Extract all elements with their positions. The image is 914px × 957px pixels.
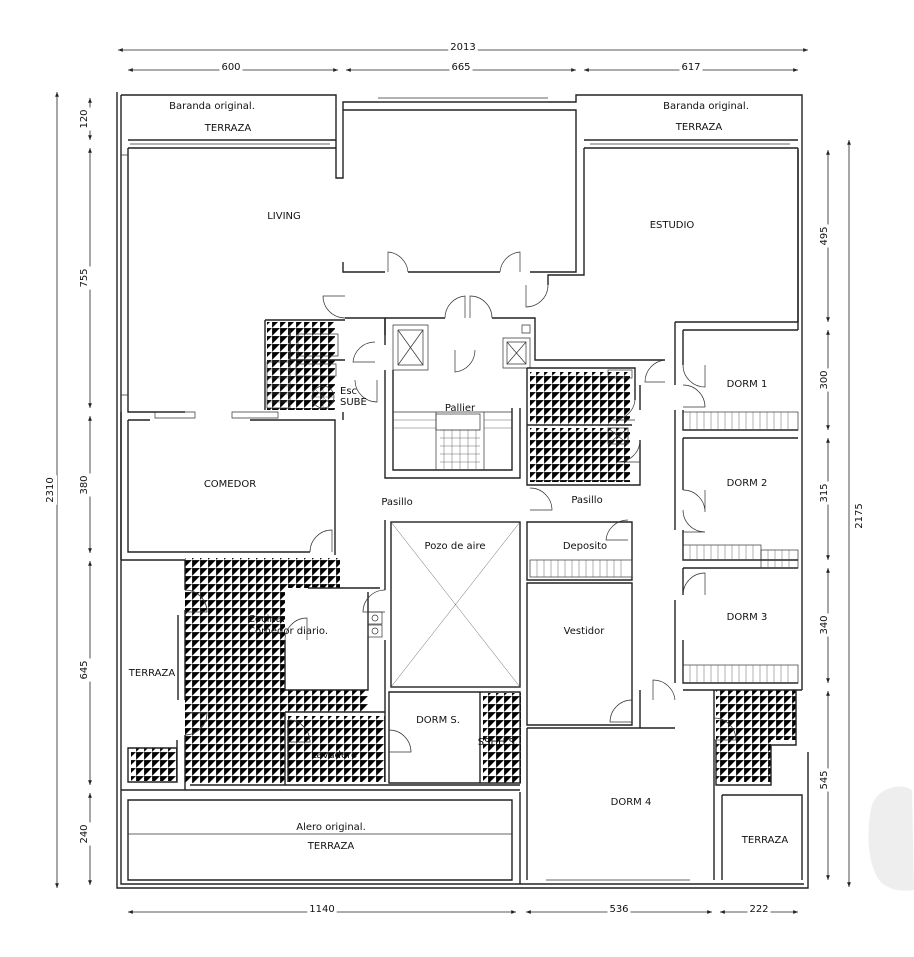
dim-left-1: 120 bbox=[79, 109, 90, 128]
label-dorm2: DORM 2 bbox=[727, 478, 768, 489]
label-terraza-s: TERRAZA bbox=[307, 841, 355, 852]
dim-label-bg bbox=[818, 768, 831, 792]
dim-top-2: 665 bbox=[451, 62, 470, 73]
dim-label-bg bbox=[818, 224, 831, 248]
label-sube: SUBE bbox=[340, 397, 367, 408]
room-labels: Baranda original. TERRAZA Baranda origin… bbox=[128, 101, 789, 852]
label-estudio: ESTUDIO bbox=[650, 220, 695, 231]
label-dorm1: DORM 1 bbox=[727, 379, 768, 390]
walls bbox=[116, 92, 809, 889]
dim-label-bg bbox=[679, 61, 703, 74]
label-terraza-w: TERRAZA bbox=[128, 668, 176, 679]
dim-left-3: 380 bbox=[79, 475, 90, 494]
label-pallier: Pallier bbox=[445, 403, 476, 414]
dim-label-bg bbox=[747, 903, 771, 916]
label-dorm3: DORM 3 bbox=[727, 612, 768, 623]
dim-right-3: 315 bbox=[819, 483, 830, 502]
label-terraza-ne: TERRAZA bbox=[675, 122, 723, 133]
dim-label-bg bbox=[818, 368, 831, 392]
dim-top-1: 600 bbox=[221, 62, 240, 73]
dim-label-bg bbox=[44, 475, 57, 505]
dim-label-bg bbox=[607, 903, 631, 916]
dim-label-bg bbox=[78, 822, 91, 846]
dim-label-bg bbox=[78, 473, 91, 497]
label-dorm4: DORM 4 bbox=[611, 797, 652, 808]
label-comedor: COMEDOR bbox=[204, 479, 256, 490]
dim-left-4: 645 bbox=[79, 660, 90, 679]
dim-right-4: 340 bbox=[819, 615, 830, 634]
dim-right-1: 495 bbox=[819, 226, 830, 245]
dim-right-total: 2175 bbox=[854, 503, 865, 528]
dim-label-bg bbox=[818, 613, 831, 637]
dim-label-bg bbox=[219, 61, 243, 74]
dim-left-2: 755 bbox=[79, 268, 90, 287]
dim-bottom-2: 536 bbox=[609, 904, 628, 915]
label-pasillo-2: Pasillo bbox=[571, 495, 602, 506]
label-terraza-se: TERRAZA bbox=[741, 835, 789, 846]
label-dorm-s: DORM S. bbox=[416, 715, 460, 726]
dim-top-total: 2013 bbox=[450, 42, 475, 53]
label-alero: Alero original. bbox=[296, 822, 366, 833]
smudge-mark bbox=[868, 786, 914, 891]
dim-bottom-3: 222 bbox=[749, 904, 768, 915]
dim-label-bg bbox=[78, 658, 91, 682]
dim-label-bg bbox=[307, 903, 337, 916]
dim-left-5: 240 bbox=[79, 824, 90, 843]
label-ssh-s: SSHH S. bbox=[478, 737, 518, 748]
dim-label-bg bbox=[818, 481, 831, 505]
label-comedor-diario: Comedor diario. bbox=[248, 626, 328, 637]
label-vestidor: Vestidor bbox=[564, 626, 606, 637]
dim-label-bg bbox=[78, 107, 91, 131]
dim-top-3: 617 bbox=[681, 62, 700, 73]
dim-label-bg bbox=[78, 266, 91, 290]
label-lavadero: Lavadero bbox=[311, 750, 357, 761]
dim-left-total: 2310 bbox=[45, 477, 56, 502]
label-pozo: Pozo de aire bbox=[425, 541, 486, 552]
dim-label-bg bbox=[448, 41, 478, 54]
dim-label-bg bbox=[449, 61, 473, 74]
label-baranda-nw: Baranda original. bbox=[169, 101, 255, 112]
dim-label-bg bbox=[853, 501, 866, 531]
label-living: LIVING bbox=[267, 211, 301, 222]
tiled-floors bbox=[131, 322, 796, 783]
label-terraza-nw: TERRAZA bbox=[204, 123, 252, 134]
label-baranda-ne: Baranda original. bbox=[663, 101, 749, 112]
dimension-labels: 2013 600 665 617 2310 120 755 380 645 24… bbox=[44, 41, 866, 916]
label-esc: Esc bbox=[340, 386, 357, 397]
dim-bottom-1: 1140 bbox=[309, 904, 334, 915]
label-pasillo-1: Pasillo bbox=[381, 497, 412, 508]
label-cocina: Cocina. bbox=[248, 614, 285, 625]
dim-right-2: 300 bbox=[819, 370, 830, 389]
label-deposito: Deposito bbox=[563, 541, 607, 552]
dim-right-5: 545 bbox=[819, 770, 830, 789]
doors bbox=[184, 251, 737, 753]
